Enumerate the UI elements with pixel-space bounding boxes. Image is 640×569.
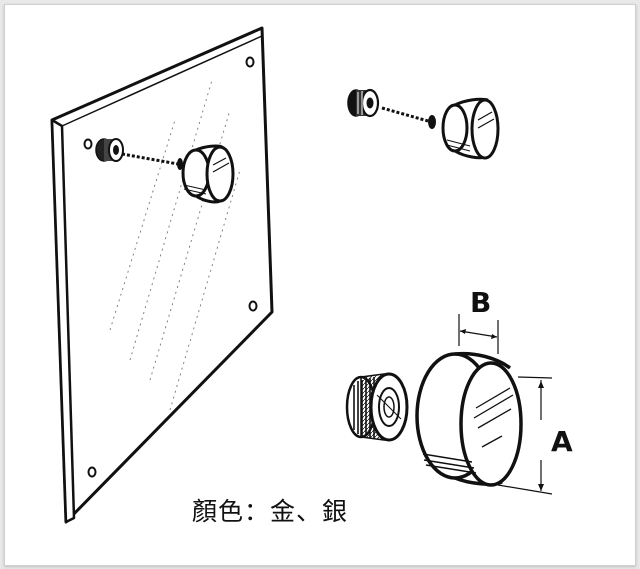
glass-panel (50, 26, 274, 524)
mount-hole-top-right (245, 56, 255, 68)
threaded-anchor-detail (345, 372, 409, 442)
dimension-a: A (497, 376, 573, 495)
dimension-b: B (458, 286, 499, 354)
decorative-cap (181, 144, 235, 204)
color-options-caption: 顏色：金、銀 (192, 497, 349, 526)
cap-detail (415, 351, 523, 487)
screw (121, 152, 183, 170)
detail-cap-assembly: B A (345, 286, 573, 495)
wall-anchor-small (95, 138, 124, 162)
dimension-b-label: B (470, 286, 491, 319)
mount-hole-bottom-right (248, 300, 258, 312)
cap-exploded (441, 97, 500, 160)
dimension-a-label: A (551, 425, 573, 458)
panel-fixing-assembly (95, 138, 235, 204)
exploded-fixing-set (347, 88, 500, 160)
mount-hole-bottom-left (87, 466, 97, 478)
screw-exploded (381, 106, 436, 129)
wall-anchor-exploded (347, 88, 380, 118)
mount-hole-top-left (83, 138, 93, 150)
